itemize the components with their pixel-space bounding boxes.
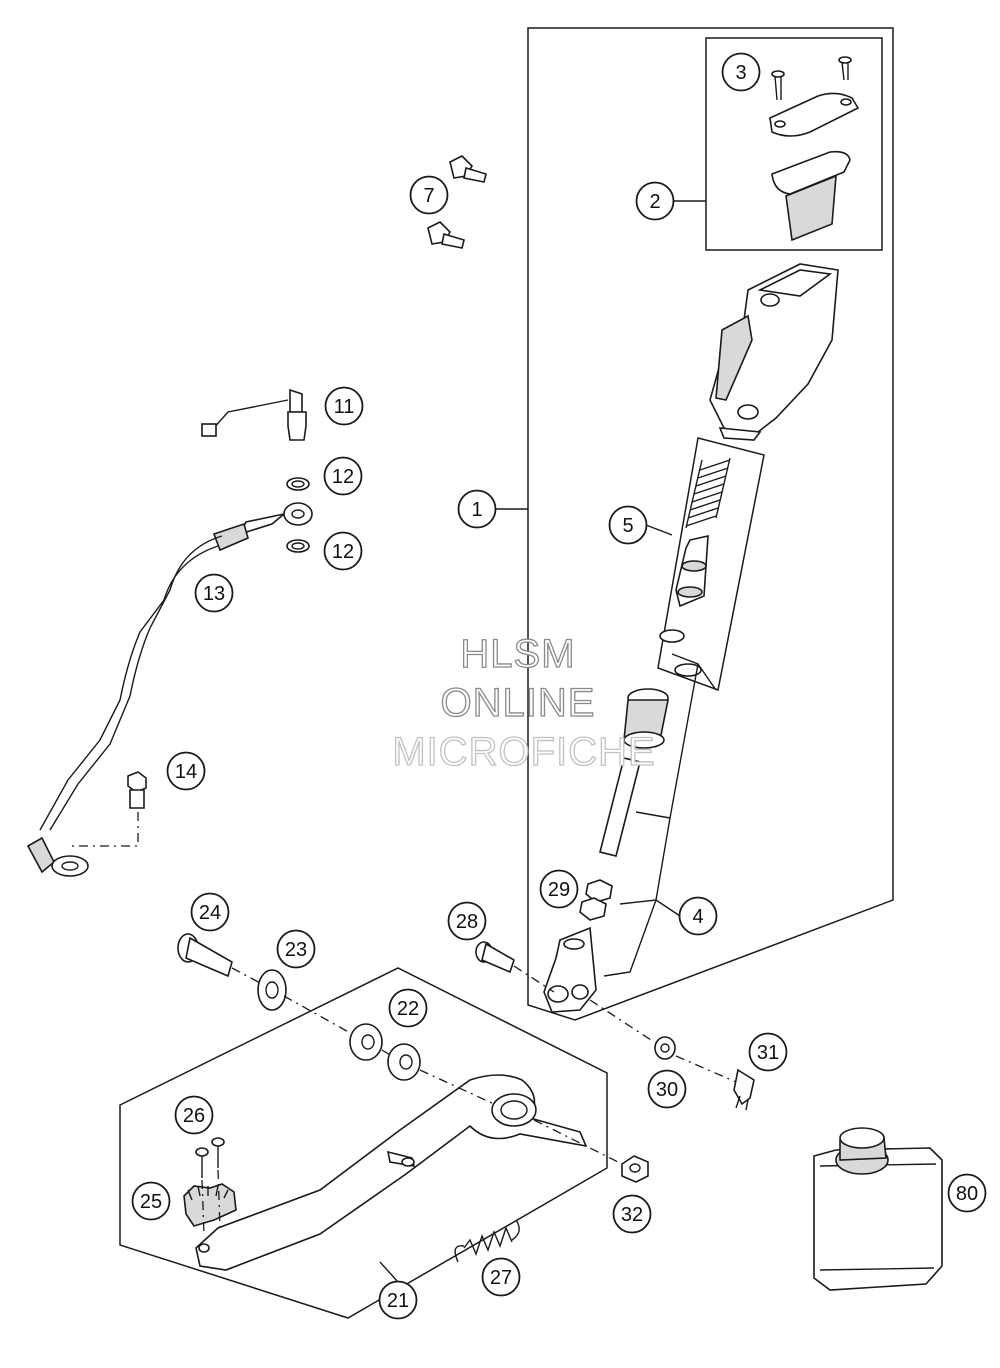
- callout-13: 13: [194, 573, 234, 613]
- callout-label: 26: [183, 1105, 205, 1127]
- callout-3: 3: [721, 52, 761, 92]
- callout-22: 22: [388, 988, 428, 1028]
- callout-label: 13: [203, 583, 225, 605]
- bolt-upper: [449, 155, 487, 183]
- lock-nuts: [579, 879, 613, 921]
- callout-label: 27: [490, 1267, 512, 1289]
- callout-24: 24: [190, 892, 230, 932]
- washer-lower: [286, 539, 310, 553]
- callout-21: 21: [378, 1280, 418, 1320]
- push-rod: [599, 757, 641, 857]
- callout-label: 23: [285, 939, 307, 961]
- brake-light-switch: [201, 388, 307, 441]
- callout-bubbles: 1234571112121314212223242526272829303132…: [131, 52, 987, 1320]
- callout-30: 30: [647, 1069, 687, 1109]
- clevis-axis-line: [513, 965, 737, 1083]
- banjo-bolt: [127, 771, 147, 809]
- master-cylinder-assembly-frame: [527, 27, 894, 1021]
- callout-label: 32: [621, 1204, 643, 1226]
- bushing-1: [349, 1023, 383, 1061]
- washer-upper-hole: [291, 480, 305, 488]
- callout-11: 11: [324, 386, 364, 426]
- callout-label: 12: [332, 541, 354, 563]
- piston-seal-2: [674, 663, 702, 677]
- rubber-boot: [623, 688, 669, 749]
- callout-25: 25: [131, 1181, 171, 1221]
- brake-hose: [26, 502, 313, 877]
- watermark-line-2: ONLINE: [441, 681, 596, 725]
- piston-spring: [685, 457, 731, 529]
- brake-pedal: [195, 1074, 588, 1271]
- callout-label: 22: [397, 998, 419, 1020]
- clevis-washer: [654, 1036, 676, 1060]
- watermark-line-3: MICROFICHE: [392, 730, 655, 774]
- bushing-2: [387, 1043, 421, 1081]
- pedal-nut: [621, 1155, 649, 1183]
- brake-fluid-can: [813, 1127, 943, 1291]
- piston: [675, 534, 709, 608]
- callout-label: 14: [175, 761, 197, 783]
- callout-14: 14: [166, 751, 206, 791]
- pivot-bolt: [177, 933, 233, 978]
- washer-lower-hole: [291, 542, 305, 550]
- leader-5: [645, 524, 673, 536]
- callout-4: 4: [678, 896, 718, 936]
- callout-label: 7: [423, 185, 434, 207]
- callout-label: 30: [656, 1079, 678, 1101]
- callout-12: 12: [323, 456, 363, 496]
- callout-1: 1: [457, 489, 497, 529]
- callout-label: 80: [956, 1183, 978, 1205]
- master-cylinder-body: [709, 263, 839, 441]
- watermark: HLSM ONLINE MICROFICHE: [392, 631, 656, 774]
- callout-80: 80: [947, 1173, 987, 1213]
- pedal-tip: [183, 1183, 237, 1227]
- callout-23: 23: [276, 929, 316, 969]
- piston-seal-1: [659, 629, 685, 643]
- reservoir-cap: [769, 92, 860, 137]
- split-pin-clip: [733, 1068, 755, 1111]
- callout-label: 2: [649, 191, 660, 213]
- callout-label: 21: [387, 1290, 409, 1312]
- washer-upper: [286, 477, 310, 491]
- callout-label: 3: [735, 62, 746, 84]
- brake-pedal-assembly-frame: [119, 967, 608, 1319]
- callout-31: 31: [748, 1032, 788, 1072]
- banjo-bolt-leader: [72, 812, 139, 847]
- callout-label: 25: [140, 1191, 162, 1213]
- leader-4: [603, 653, 717, 977]
- callout-2: 2: [635, 181, 675, 221]
- callout-29: 29: [539, 869, 579, 909]
- callout-32: 32: [612, 1194, 652, 1234]
- clevis-pin: [475, 941, 515, 974]
- bolt-lower: [427, 221, 465, 249]
- callout-label: 29: [548, 879, 570, 901]
- return-spring: [454, 1219, 520, 1263]
- clevis: [543, 926, 597, 1013]
- callout-7: 7: [409, 175, 449, 215]
- watermark-line-1: HLSM: [460, 632, 575, 676]
- callout-27: 27: [481, 1257, 521, 1297]
- callout-label: 11: [334, 396, 355, 418]
- leader-21: [379, 1261, 399, 1283]
- piston-kit-frame: [657, 437, 765, 692]
- callout-5: 5: [608, 505, 648, 545]
- reservoir-screws: [771, 56, 852, 101]
- callout-28: 28: [447, 901, 487, 941]
- callout-label: 4: [692, 906, 703, 928]
- callout-label: 31: [757, 1042, 779, 1064]
- large-washer: [257, 969, 287, 1011]
- pedal-tip-screws: [195, 1137, 225, 1235]
- callout-label: 24: [199, 902, 221, 924]
- callout-label: 5: [622, 515, 633, 537]
- callout-26: 26: [174, 1095, 214, 1135]
- reservoir-cap-kit-frame: [705, 37, 883, 251]
- callout-label: 28: [456, 911, 478, 933]
- callout-label: 12: [332, 466, 354, 488]
- callout-12: 12: [323, 531, 363, 571]
- callout-label: 1: [471, 499, 482, 521]
- pedal-axis-line: [231, 967, 623, 1165]
- reservoir-diaphragm: [771, 150, 851, 242]
